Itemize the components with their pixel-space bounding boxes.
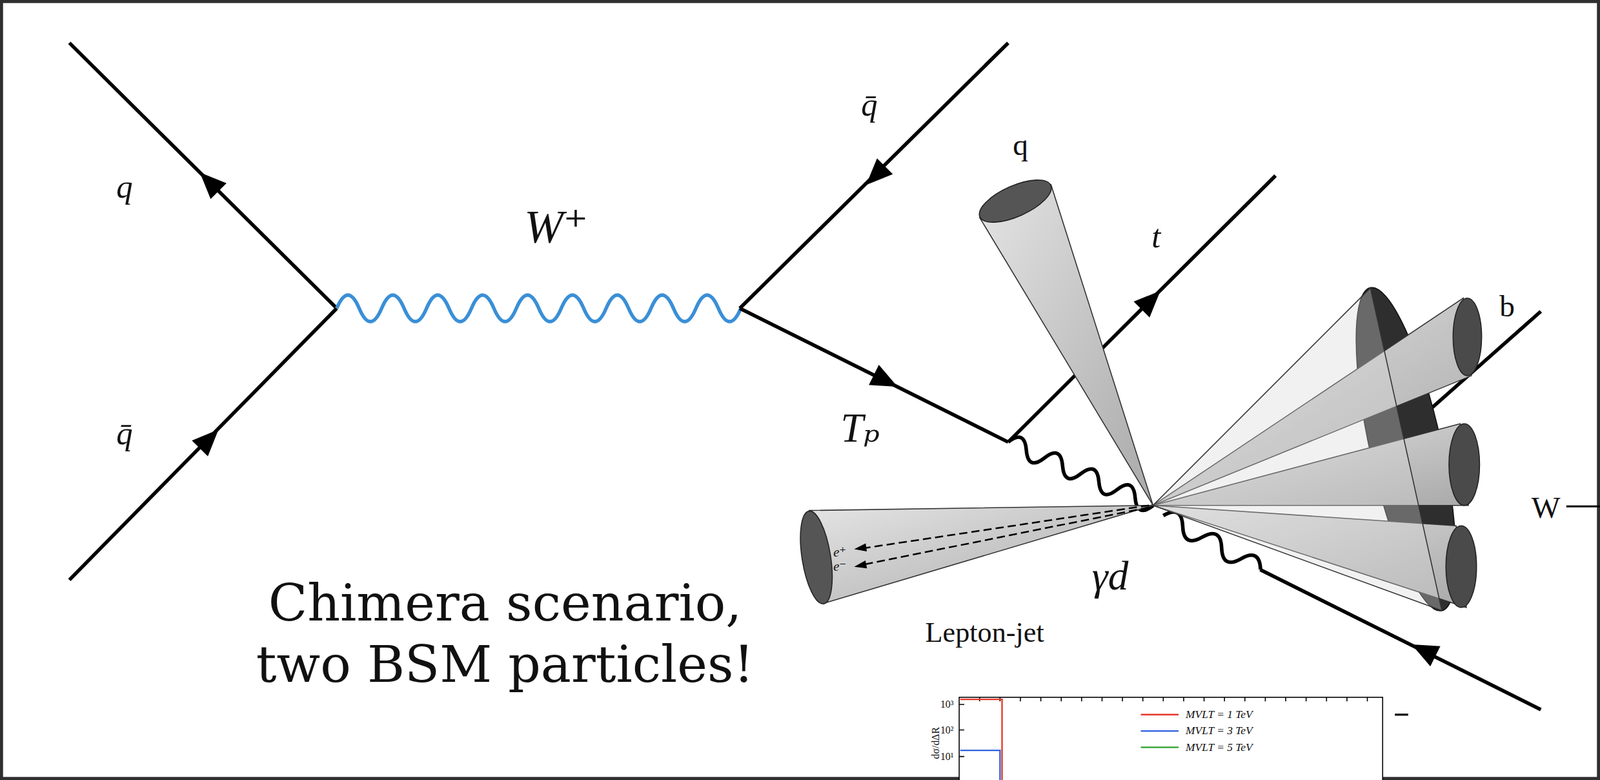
subjet-mouth [1452,298,1482,376]
particle-label: t [1151,218,1161,255]
arrowhead [1134,282,1169,318]
legend-text: MVLT = 1 TeV [1185,708,1253,721]
antiquark-line [739,42,1009,308]
lepton-label: e⁻ [833,558,847,574]
tick-label: 10¹ [940,750,954,762]
slide-heading: Chimera scenario, two BSM particles! [254,572,757,696]
jet-cone [979,184,1154,505]
quark-line [69,42,337,308]
blue-histogram [960,749,1001,780]
particle-label: q̄ [116,415,133,452]
lepton-jet-mouth [795,508,838,607]
legend-sample [1141,729,1179,732]
legend-sample [1141,746,1179,748]
particle-label: q [116,169,133,206]
legend-text: MVLT = 3 TeV [1185,724,1253,737]
electron-line [863,505,1150,548]
arrowhead [1406,633,1440,666]
particle-label: q̄ [860,87,878,124]
plot-frame [959,697,1383,780]
jet-label: b [1499,289,1515,323]
particle-label: Tₚ [840,405,880,452]
tick-label: 10² [940,724,954,736]
arrowhead [853,542,867,553]
arrowhead [858,158,894,193]
lepton-jet-cone [809,505,1154,604]
jet-label: W [1531,490,1561,525]
particle-label: γd [1092,553,1129,599]
antiquark-line [69,308,337,581]
subjet-mouth [1448,423,1480,505]
legend-text: MVLT = 5 TeV [1185,740,1253,754]
jet-label: q [1012,127,1029,162]
jet-cone-mouth [973,171,1058,231]
red-histogram [960,698,1003,780]
arrowhead [191,164,227,200]
w-line [1566,505,1600,508]
subjet-mouth [1445,525,1477,607]
legend-sample [1141,713,1179,716]
axis-label: dσ/dΔR [930,726,942,759]
boson-label: W⁺ [524,200,588,253]
arrowhead [191,421,227,457]
plot-ticks [959,697,1368,757]
dash-mark [1394,713,1409,716]
jet-label: Lepton-jet [925,617,1045,649]
w-boson-wave [336,294,741,322]
arrowhead [868,364,903,397]
lepton-label: e⁺ [833,544,847,560]
tick-label: 10³ [940,698,954,710]
fat-jet-cone [1153,287,1442,611]
arrowhead [853,560,867,571]
